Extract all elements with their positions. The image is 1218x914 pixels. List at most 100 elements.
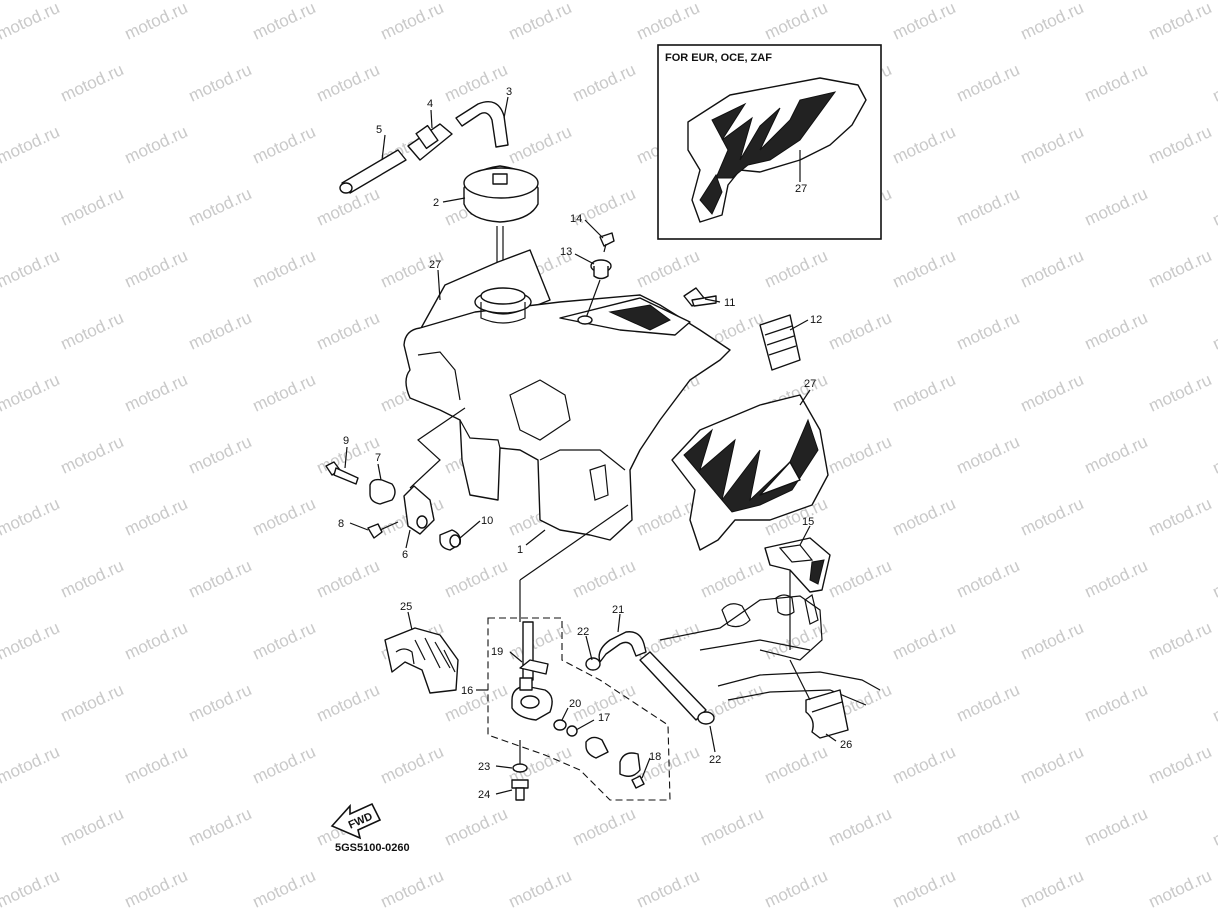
watermark-text: motod.ru — [122, 370, 191, 416]
watermark-text: motod.ru — [250, 494, 319, 540]
callout-14: 14 — [570, 213, 582, 225]
watermark-text: motod.ru — [1146, 122, 1215, 168]
inset-title: FOR EUR, OCE, ZAF — [665, 52, 772, 64]
watermark-text: motod.ru — [1146, 246, 1215, 292]
watermark-text: motod.ru — [442, 556, 511, 602]
watermark-text: motod.ru — [58, 432, 127, 478]
callout-20: 20 — [569, 698, 581, 710]
fuel-hose-21 — [598, 631, 707, 721]
bolt-11 — [683, 287, 717, 307]
watermark-text: motod.ru — [1082, 680, 1151, 726]
watermark-text: motod.ru — [698, 556, 767, 602]
watermark-text: motod.ru — [698, 804, 767, 850]
collar-10 — [439, 529, 462, 551]
callout-26: 26 — [840, 739, 852, 751]
callout-8: 8 — [338, 518, 344, 530]
watermark-text: motod.ru — [122, 0, 191, 44]
callout-27-right: 27 — [804, 378, 816, 390]
callout-13: 13 — [560, 246, 572, 258]
watermark-text: motod.ru — [1082, 308, 1151, 354]
callout-labels: 1 2 3 4 5 6 7 8 9 10 11 12 13 14 15 16 1… — [338, 86, 852, 801]
watermark-text: motod.ru — [58, 184, 127, 230]
watermark-text: motod.ru — [314, 308, 383, 354]
watermark-text: motod.ru — [250, 122, 319, 168]
watermark-text: motod.ru — [1146, 370, 1215, 416]
watermark-text: motod.ru — [954, 308, 1023, 354]
watermark-text: motod.ru — [506, 0, 575, 44]
watermark-text: motod.ru — [122, 246, 191, 292]
clip-22-upper — [585, 657, 601, 671]
watermark-text: motod.ru — [378, 742, 447, 788]
watermark-text: motod.ru — [0, 246, 62, 292]
watermark-text: motod.ru — [634, 0, 703, 44]
watermark-text: motod.ru — [890, 494, 959, 540]
watermark-text: motod.ru — [762, 246, 831, 292]
fwd-arrow: FWD — [330, 802, 382, 840]
callout-2: 2 — [433, 197, 439, 209]
watermark-text: motod.ru — [1082, 804, 1151, 850]
watermark-text: motod.ru — [1018, 618, 1087, 664]
watermark-text: motod.ru — [0, 618, 62, 664]
callout-23: 23 — [478, 761, 490, 773]
breather-hose-assembly — [339, 101, 509, 194]
callout-12: 12 — [810, 314, 822, 326]
callout-3: 3 — [506, 86, 512, 98]
watermark-text: motod.ru — [122, 742, 191, 788]
watermark-text: motod.ru — [442, 60, 511, 106]
watermark-text: motod.ru — [1210, 184, 1218, 230]
watermark-text: motod.ru — [0, 494, 62, 540]
cover-25 — [384, 627, 459, 694]
callout-7: 7 — [375, 452, 381, 464]
damper-12 — [759, 314, 801, 371]
screw-24 — [511, 779, 529, 801]
watermark-text: motod.ru — [0, 0, 62, 44]
leader-lines — [344, 96, 837, 795]
watermark-text: motod.ru — [250, 618, 319, 664]
watermark-text: motod.ru — [314, 60, 383, 106]
watermark-text: motod.ru — [1210, 556, 1218, 602]
watermark-text: motod.ru — [762, 0, 831, 44]
watermark-text: motod.ru — [58, 556, 127, 602]
watermark-text: motod.ru — [634, 742, 703, 788]
watermark-text: motod.ru — [1018, 122, 1087, 168]
plate — [619, 752, 641, 777]
watermark-text: motod.ru — [1146, 0, 1215, 44]
watermark-text: motod.ru — [250, 246, 319, 292]
fuel-cock-group-outline — [487, 617, 671, 801]
inset-cover-graphic — [711, 91, 837, 179]
watermark-text: motod.ru — [1082, 556, 1151, 602]
watermark-text: motod.ru — [122, 122, 191, 168]
watermark-text: motod.ru — [122, 618, 191, 664]
callout-25: 25 — [400, 601, 412, 613]
o-ring-20 — [553, 719, 567, 731]
watermark-text: motod.ru — [506, 866, 575, 912]
callout-15: 15 — [802, 516, 814, 528]
watermark-text: motod.ru — [378, 866, 447, 912]
watermark-text: motod.ru — [186, 184, 255, 230]
callout-16: 16 — [461, 685, 473, 697]
watermark-text: motod.ru — [826, 556, 895, 602]
collar-13 — [590, 259, 612, 280]
watermark-text: motod.ru — [314, 680, 383, 726]
watermark-text: motod.ru — [634, 246, 703, 292]
watermark-text: motod.ru — [1018, 370, 1087, 416]
watermark-text: motod.ru — [570, 556, 639, 602]
watermark-text: motod.ru — [186, 60, 255, 106]
callout-18: 18 — [649, 751, 661, 763]
screw-18 — [631, 775, 645, 789]
watermark-text: motod.ru — [762, 866, 831, 912]
watermark-text: motod.ru — [186, 680, 255, 726]
bolt-9 — [325, 461, 359, 485]
watermark-text: motod.ru — [1210, 308, 1218, 354]
damper-7 — [369, 478, 396, 505]
frame — [659, 593, 881, 706]
watermark-text: motod.ru — [570, 60, 639, 106]
watermark-text: motod.ru — [0, 122, 62, 168]
watermark-text: motod.ru — [954, 184, 1023, 230]
bolt-8 — [367, 521, 399, 539]
watermark-text: motod.ru — [122, 494, 191, 540]
bracket-6 — [403, 485, 435, 535]
watermark-text: motod.ru — [1210, 60, 1218, 106]
watermark-text: motod.ru — [58, 60, 127, 106]
watermark-text: motod.ru — [826, 308, 895, 354]
